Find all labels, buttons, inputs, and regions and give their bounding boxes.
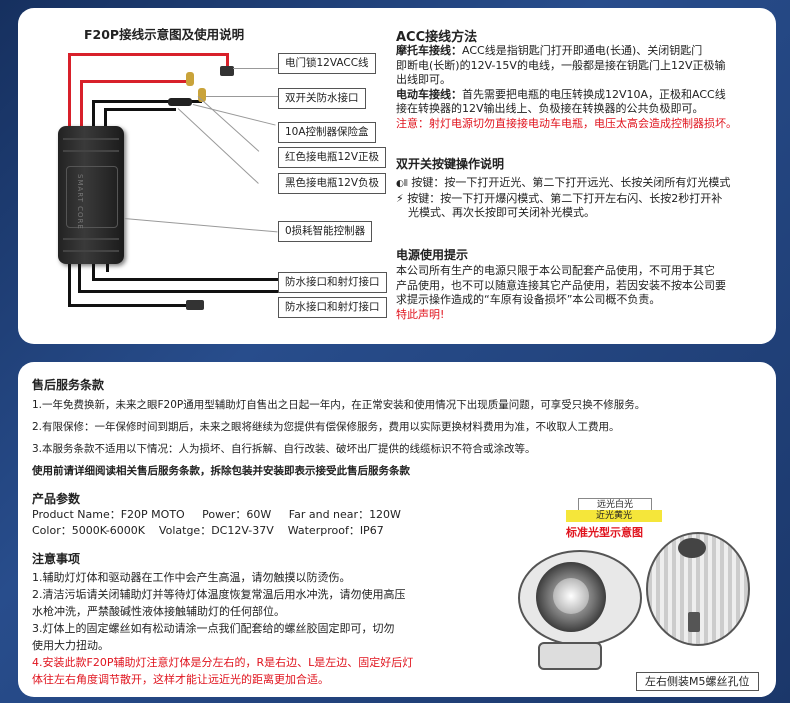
notes-line: 3.灯体上的固定螺丝如有松动请涂一点我们配套给的螺丝胶固定即可，切勿	[32, 622, 395, 635]
power-line: 产品使用，也不可以随意连接其它产品使用，若因安装不按本公司要	[396, 278, 726, 292]
power-block: 本公司所有生产的电源只限于本公司配套产品使用，不可用于其它 产品使用，也不可以随…	[396, 264, 771, 322]
moto-label: 摩托车接线：	[396, 44, 462, 57]
waterproof-connector-icon	[186, 300, 204, 310]
label-red-positive: 红色接电瓶12V正极	[278, 147, 387, 168]
lamp-bracket	[538, 642, 602, 670]
service-title: 售后服务条款	[32, 378, 105, 392]
output-wire-h	[78, 290, 278, 293]
black-wire	[92, 100, 95, 128]
screw-icon	[688, 612, 700, 632]
ring-terminal-icon	[198, 88, 206, 102]
fuse-box-icon	[168, 98, 192, 106]
moto-line: 出线即可。	[396, 73, 451, 86]
service-line: 1.一年免费换新，未来之眼F20P通用型辅助灯自售出之日起一年内，在正常安装和使…	[32, 399, 646, 411]
params-block: Product Name：F20P MOTO Power：60W Far and…	[32, 508, 401, 538]
params-line: Product Name：F20P MOTO Power：60W Far and…	[32, 508, 401, 521]
notes-warning-line: 4.安装此款F20P辅助灯注意灯体是分左右的，R是右边、L是左边、固定好后灯	[32, 656, 414, 669]
controller-brand-text: SMART CORE	[76, 174, 84, 230]
ev-line: 首先需要把电瓶的电压转换成12V10A，正极和ACC线	[462, 87, 726, 101]
lamp-reflector	[553, 578, 589, 614]
red-wire-2-top	[80, 80, 192, 83]
red-wire-drop	[226, 53, 229, 69]
output-wire-4	[68, 264, 71, 306]
leader-line	[123, 218, 278, 233]
lamp-cap	[678, 538, 706, 558]
power-line: 本公司所有生产的电源只限于本公司配套产品使用，不可用于其它	[396, 264, 715, 277]
diagram-title: F20P接线示意图及使用说明	[84, 27, 245, 42]
params-line: Color：5000K-6000K Volatge：DC12V-37V Wate…	[32, 524, 384, 537]
leader-line	[197, 96, 260, 152]
acc-title: ACC接线方法	[396, 30, 478, 45]
output-wire	[78, 264, 81, 292]
leader-line	[206, 96, 278, 97]
switch-block: ◐⦀ 按键：按一下打开近光、第二下打开远光、长按关闭所有灯光模式 ⚡ 按键：按一…	[396, 176, 771, 221]
black-wire-2-top	[104, 108, 176, 111]
ev-line: 接在转换器的12V输出线上、负极接在转换器的公共负极即可。	[396, 102, 704, 115]
params-title: 产品参数	[32, 492, 81, 506]
output-wire-2	[92, 264, 95, 280]
leader-line	[177, 108, 259, 184]
wiring-card: F20P接线示意图及使用说明 SMART CORE	[18, 8, 776, 344]
controller-fin	[63, 150, 119, 152]
ev-label: 电动车接线：	[396, 87, 462, 101]
moto-line: ACC线是指钥匙门打开即通电(长通)、关闭钥匙门	[462, 44, 703, 57]
near-beam-label: 近光黄光	[566, 510, 662, 522]
label-output-port-2: 防水接口和射灯接口	[278, 297, 387, 318]
power-note: 特此声明!	[396, 307, 445, 321]
beam-title: 标准光型示意图	[566, 526, 643, 539]
output-wire-2-h	[92, 278, 278, 281]
headlight-icon: ◐⦀	[396, 179, 408, 189]
notes-line: 水枪冲洗，严禁酸碱性液体接触辅助灯的任何部位。	[32, 605, 285, 618]
label-black-negative: 黑色接电瓶12V负极	[278, 173, 387, 194]
label-switch-port: 双开关防水接口	[278, 88, 366, 109]
notes-line: 2.清洁污垢请关闭辅助灯并等待灯体温度恢复常温后用水冲洗，请勿使用高压	[32, 588, 406, 601]
output-wire-4-h	[68, 304, 188, 307]
label-output-port-1: 防水接口和射灯接口	[278, 272, 387, 293]
switch-title: 双开关按键操作说明	[396, 157, 505, 171]
moto-line: 即断电(长断)的12V-15V的电线，一般都是接在钥匙门上12V正极输	[396, 58, 726, 72]
service-block: 1.一年免费换新，未来之眼F20P通用型辅助灯自售出之日起一年内，在正常安装和使…	[32, 398, 645, 478]
leader-line	[233, 68, 278, 69]
controller-panel	[66, 166, 118, 228]
black-wire-2	[104, 108, 107, 128]
output-wire-3	[106, 264, 109, 272]
screw-caption: 左右侧装M5螺丝孔位	[636, 672, 759, 691]
switch-line: 光模式、再次长按即可关闭补光模式。	[408, 206, 595, 219]
notes-title: 注意事项	[32, 552, 81, 566]
leader-line	[192, 104, 276, 126]
acc-moto-block: 摩托车接线：ACC线是指钥匙门打开即通电(长通)、关闭钥匙门 即断电(长断)的1…	[396, 44, 771, 131]
label-controller: 0损耗智能控制器	[278, 221, 373, 242]
notes-block: 1.辅助灯灯体和驱动器在工作中会产生高温，请勿触摸以防烫伤。 2.清洁污垢请关闭…	[32, 569, 492, 688]
controller-box: SMART CORE	[58, 126, 124, 264]
label-acc-wire: 电门锁12VACC线	[278, 53, 376, 74]
controller-fin	[63, 250, 119, 252]
ring-terminal-icon	[186, 72, 194, 86]
power-title: 电源使用提示	[396, 248, 469, 262]
service-notice: 使用前请详细阅读相关售后服务条款，拆除包装并安装即表示接受此售后服务条款	[32, 465, 410, 477]
acc-connector-icon	[220, 66, 234, 76]
service-line: 3.本服务条款不适用以下情况：人为损坏、自行拆解、自行改装、破坏出厂提供的线缆标…	[32, 443, 536, 455]
controller-fin	[63, 238, 119, 240]
service-line: 2.有限保修：一年保修时间到期后，未来之眼将继续为您提供有偿保修服务，费用以实际…	[32, 421, 620, 433]
label-fuse-box: 10A控制器保险盒	[278, 122, 376, 143]
black-wire-top	[92, 100, 202, 103]
notes-line: 1.辅助灯灯体和驱动器在工作中会产生高温，请勿触摸以防烫伤。	[32, 571, 351, 584]
switch-line: 按键：按一下打开近光、第二下打开远光、长按关闭所有灯光模式	[411, 176, 731, 189]
power-line: 求提示操作造成的“车原有设备损坏”本公司概不负责。	[396, 293, 661, 306]
notes-line: 使用大力扭动。	[32, 639, 109, 652]
ev-warning: 注意：射灯电源切勿直接接电动车电瓶，电压太高会造成控制器损坏。	[396, 116, 737, 130]
notes-warning-line: 体往左右角度调节散开，这样才能让远近光的距离更加合适。	[32, 673, 329, 686]
info-card: 售后服务条款 1.一年免费换新，未来之眼F20P通用型辅助灯自售出之日起一年内，…	[18, 362, 776, 697]
switch-line: 按键：按一下打开爆闪模式、第二下打开左右闪、长按2秒打开补	[407, 191, 723, 205]
red-wire-top	[68, 53, 228, 56]
flash-icon: ⚡	[396, 191, 404, 205]
red-wire	[68, 53, 71, 128]
red-wire-2	[80, 80, 83, 128]
controller-fin	[63, 138, 119, 140]
